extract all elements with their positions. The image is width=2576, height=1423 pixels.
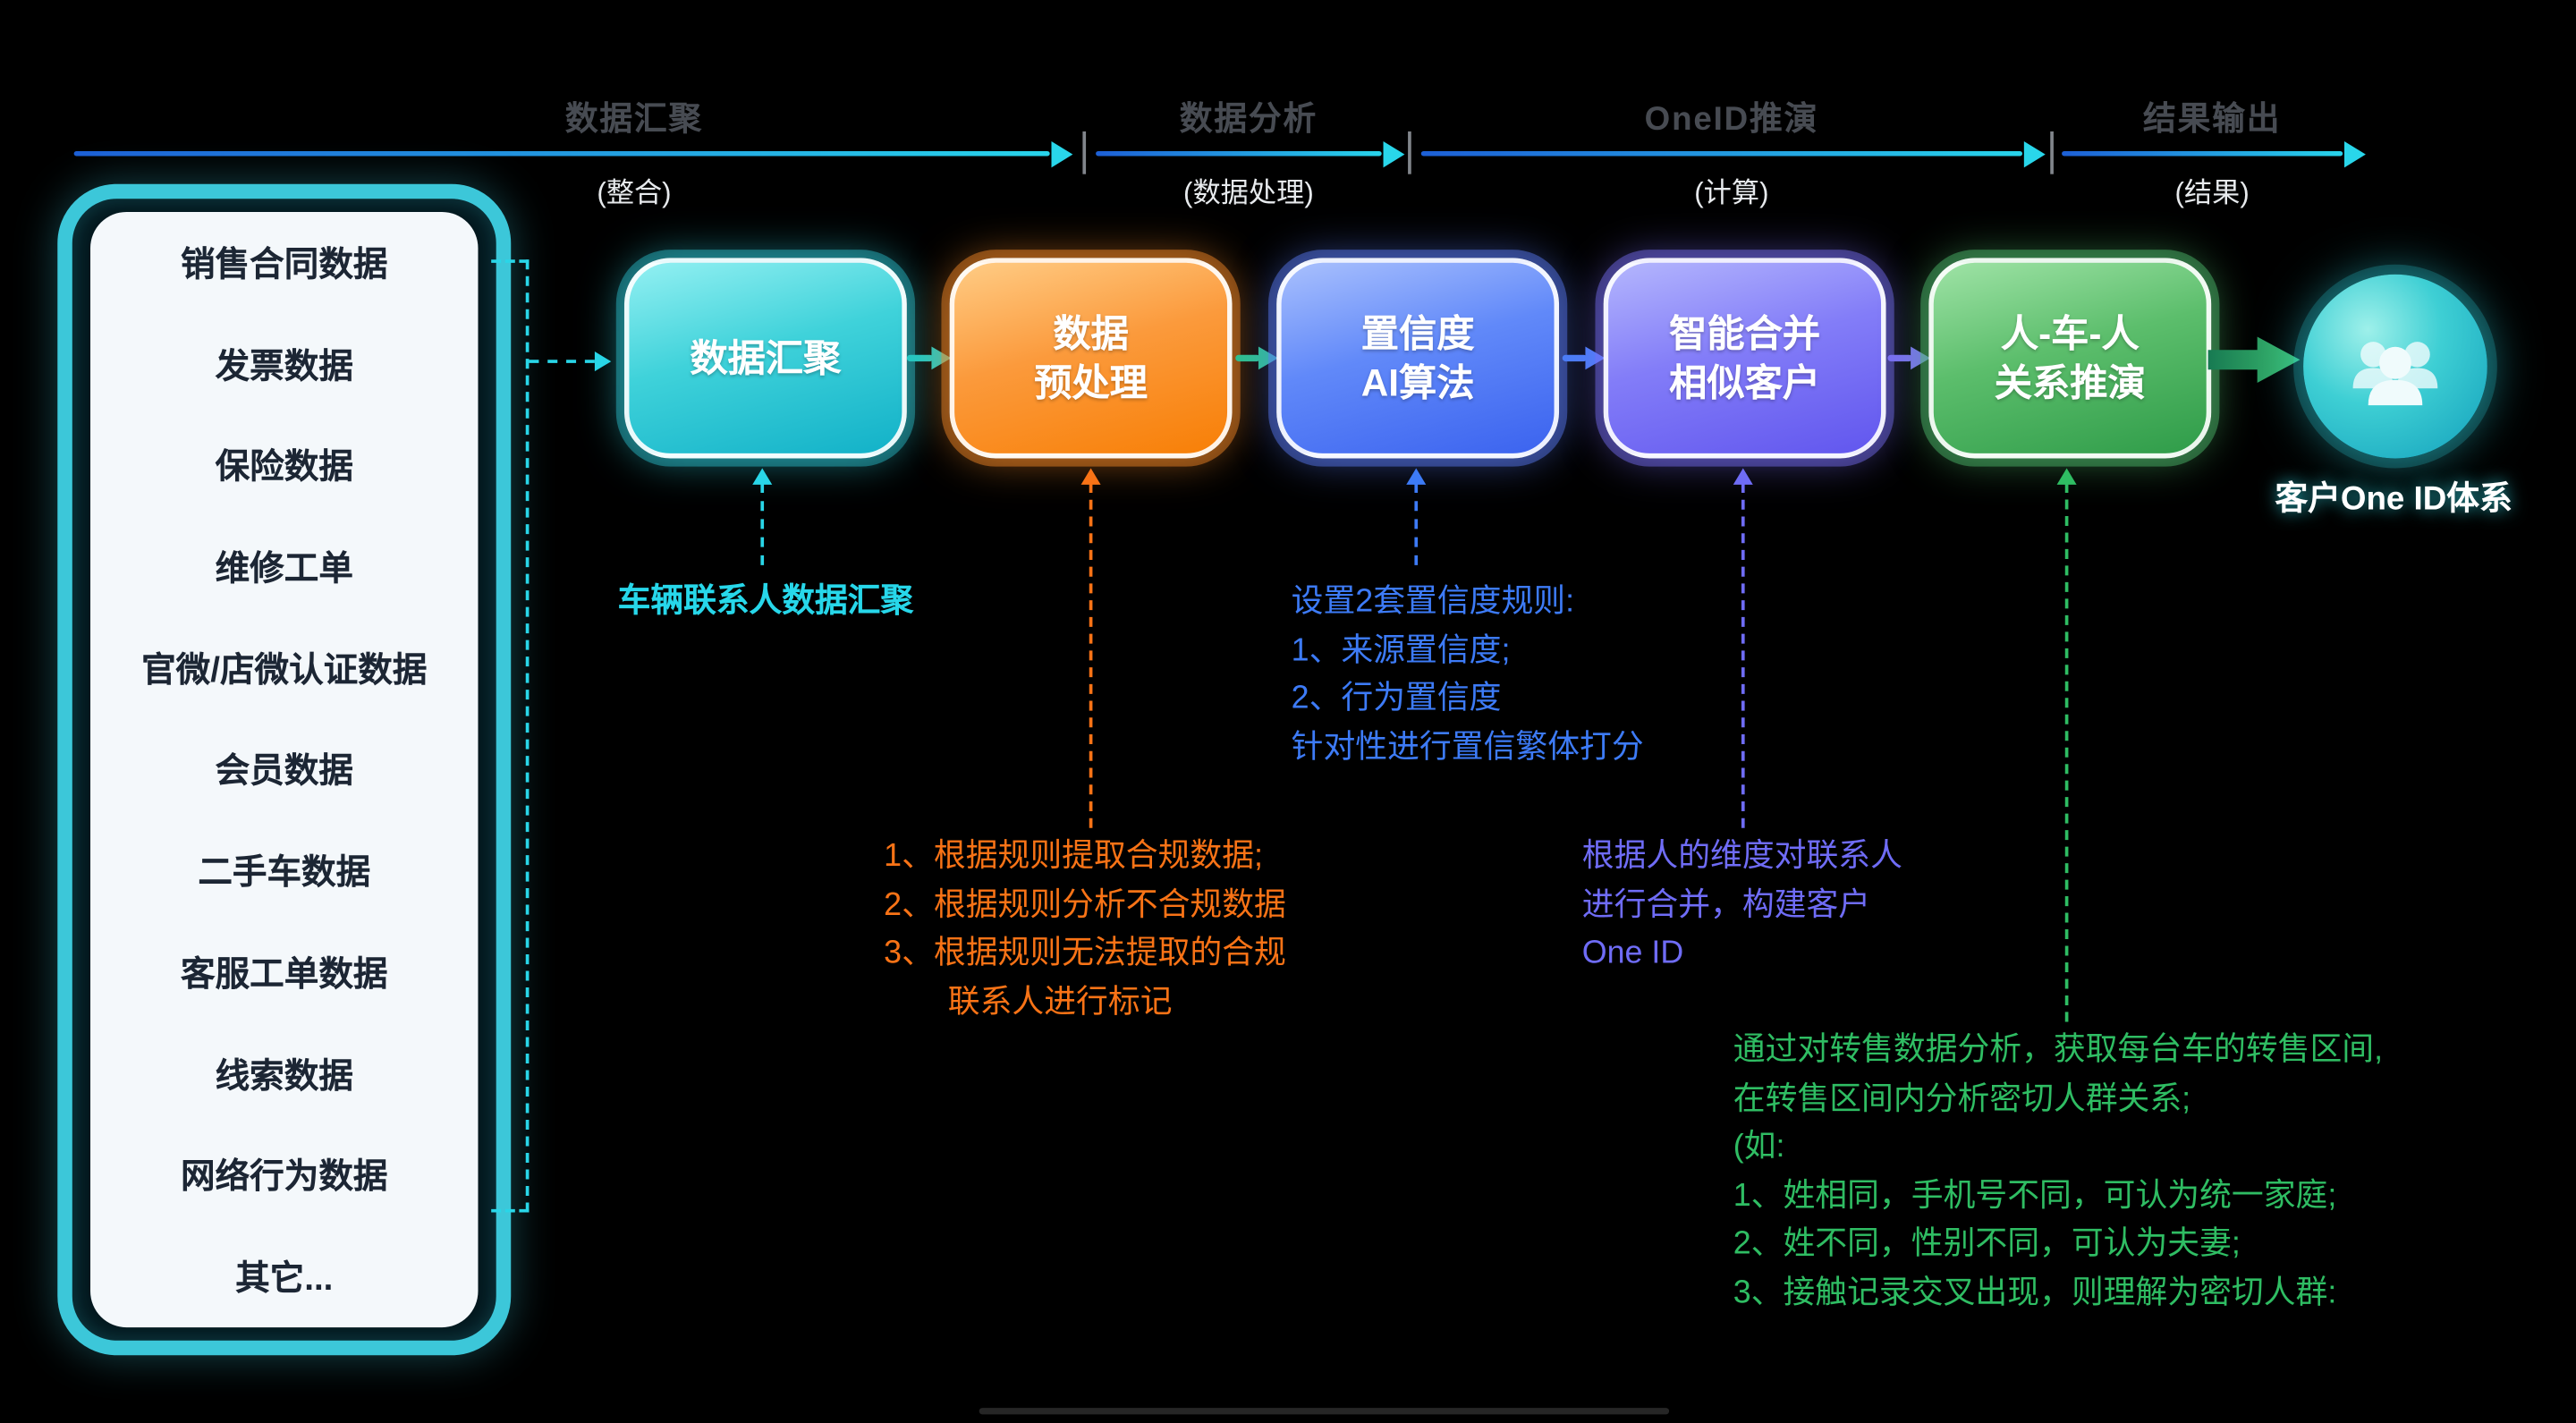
source-item: 维修工单: [215, 550, 353, 589]
phase-title: 数据分析: [1179, 101, 1318, 139]
flow-arrow-result: [2207, 336, 2301, 383]
flow-arrow-1: [906, 346, 952, 370]
phase-subtitle: (结果): [2174, 177, 2250, 209]
phase-subtitle: (计算): [1694, 177, 1769, 209]
step-confidence-ai: 置信度 AI算法: [1276, 258, 1560, 459]
result-label: 客户One ID体系: [2275, 481, 2512, 518]
oneid-result-circle: [2303, 274, 2487, 459]
phase-subtitle: (整合): [597, 177, 672, 209]
arrow-up-icon: [1733, 468, 1753, 485]
bracket-top-stub: [491, 259, 530, 263]
arrow-right-icon: [1258, 346, 1278, 370]
annotation-relation: 通过对转售数据分析，获取每台车的转售区间, 在转售区间内分析密切人群关系; (如…: [1733, 1031, 2384, 1310]
flow-arrow-4: [1887, 346, 1931, 370]
arrow-up-icon: [2056, 468, 2077, 485]
source-item: 官微/店微认证数据: [141, 651, 428, 690]
arrow-right-icon: [1911, 346, 1931, 370]
arrow-right-icon: [931, 346, 952, 370]
phase-data-analysis: 数据分析 (数据处理): [1096, 92, 1405, 210]
annotation-preprocess: 1、根据规则提取合规数据; 2、根据规则分析不合规数据 3、根据规则无法提取的合…: [884, 837, 1286, 1020]
bracket-bottom-stub: [491, 1208, 530, 1213]
arrow-up-icon: [1080, 468, 1101, 485]
phase-result-output: 结果输出 (结果): [2062, 92, 2366, 210]
phase-oneid-deduction: OneID推演 (计算): [1420, 92, 2046, 210]
phase-title: 数据汇聚: [564, 101, 704, 139]
phase-data-aggregation: 数据汇聚 (整合): [73, 92, 1073, 210]
phase-title: 结果输出: [2143, 101, 2282, 139]
bracket-vertical-line: [525, 259, 530, 1213]
phase-separator: [2050, 131, 2054, 174]
annotation-merge: 根据人的维度对联系人 进行合并，构建客户 One ID: [1581, 837, 1902, 971]
flow-arrow-2: [1235, 346, 1278, 370]
data-source-panel: 销售合同数据 发票数据 保险数据 维修工单 官微/店微认证数据 会员数据 二手车…: [57, 183, 512, 1356]
source-item: 其它...: [235, 1259, 334, 1299]
arrow-right-icon: [1383, 140, 1405, 168]
source-item: 二手车数据: [198, 854, 371, 893]
flow-arrow-3: [1562, 346, 1606, 370]
arrow-right-icon: [2344, 140, 2366, 168]
arrow-up-icon: [752, 468, 773, 485]
annotation-line-merge: [1741, 482, 1745, 828]
phase-arrow-line: [1420, 150, 2023, 157]
arrow-up-icon: [1406, 468, 1427, 485]
step-data-aggregation: 数据汇聚: [623, 258, 907, 459]
source-item: 发票数据: [215, 347, 353, 385]
phase-separator: [1408, 131, 1411, 174]
bracket-arrow-line: [529, 360, 595, 363]
annotation-line-aggregation: [760, 482, 765, 565]
step-data-preprocess: 数据 预处理: [949, 258, 1233, 459]
step-smart-merge: 智能合并 相似客户: [1603, 258, 1886, 459]
step-person-car-relation: 人-车-人 关系推演: [1928, 258, 2212, 459]
phase-arrow-line: [73, 150, 1050, 157]
arrow-right-icon: [1585, 346, 1606, 370]
annotation-line-preprocess: [1089, 482, 1093, 828]
annotation-confidence: 设置2套置信度规则: 1、来源置信度; 2、行为置信度 针对性进行置信繁体打分: [1291, 583, 1644, 765]
phase-subtitle: (数据处理): [1183, 177, 1314, 209]
annotation-line-relation: [2064, 482, 2069, 1022]
phase-arrow-line: [2062, 150, 2343, 157]
annotation-line-confidence: [1414, 482, 1419, 565]
arrow-right-icon: [1051, 140, 1073, 168]
arrow-right-icon: [594, 352, 612, 372]
bottom-indicator: [979, 1408, 1670, 1415]
source-item: 保险数据: [215, 448, 353, 487]
phase-arrow-line: [1096, 150, 1382, 157]
arrow-right-icon: [2023, 140, 2046, 168]
data-source-list: 销售合同数据 发票数据 保险数据 维修工单 官微/店微认证数据 会员数据 二手车…: [90, 211, 479, 1328]
users-group-icon: [2352, 342, 2438, 406]
source-item: 线索数据: [215, 1057, 353, 1096]
phase-title: OneID推演: [1644, 101, 1819, 139]
phase-separator: [1082, 131, 1087, 174]
source-item: 会员数据: [215, 753, 353, 792]
source-item: 网络行为数据: [181, 1158, 388, 1197]
annotation-aggregation: 车辆联系人数据汇聚: [617, 583, 914, 620]
source-item: 客服工单数据: [181, 955, 388, 995]
source-item: 销售合同数据: [181, 246, 388, 284]
